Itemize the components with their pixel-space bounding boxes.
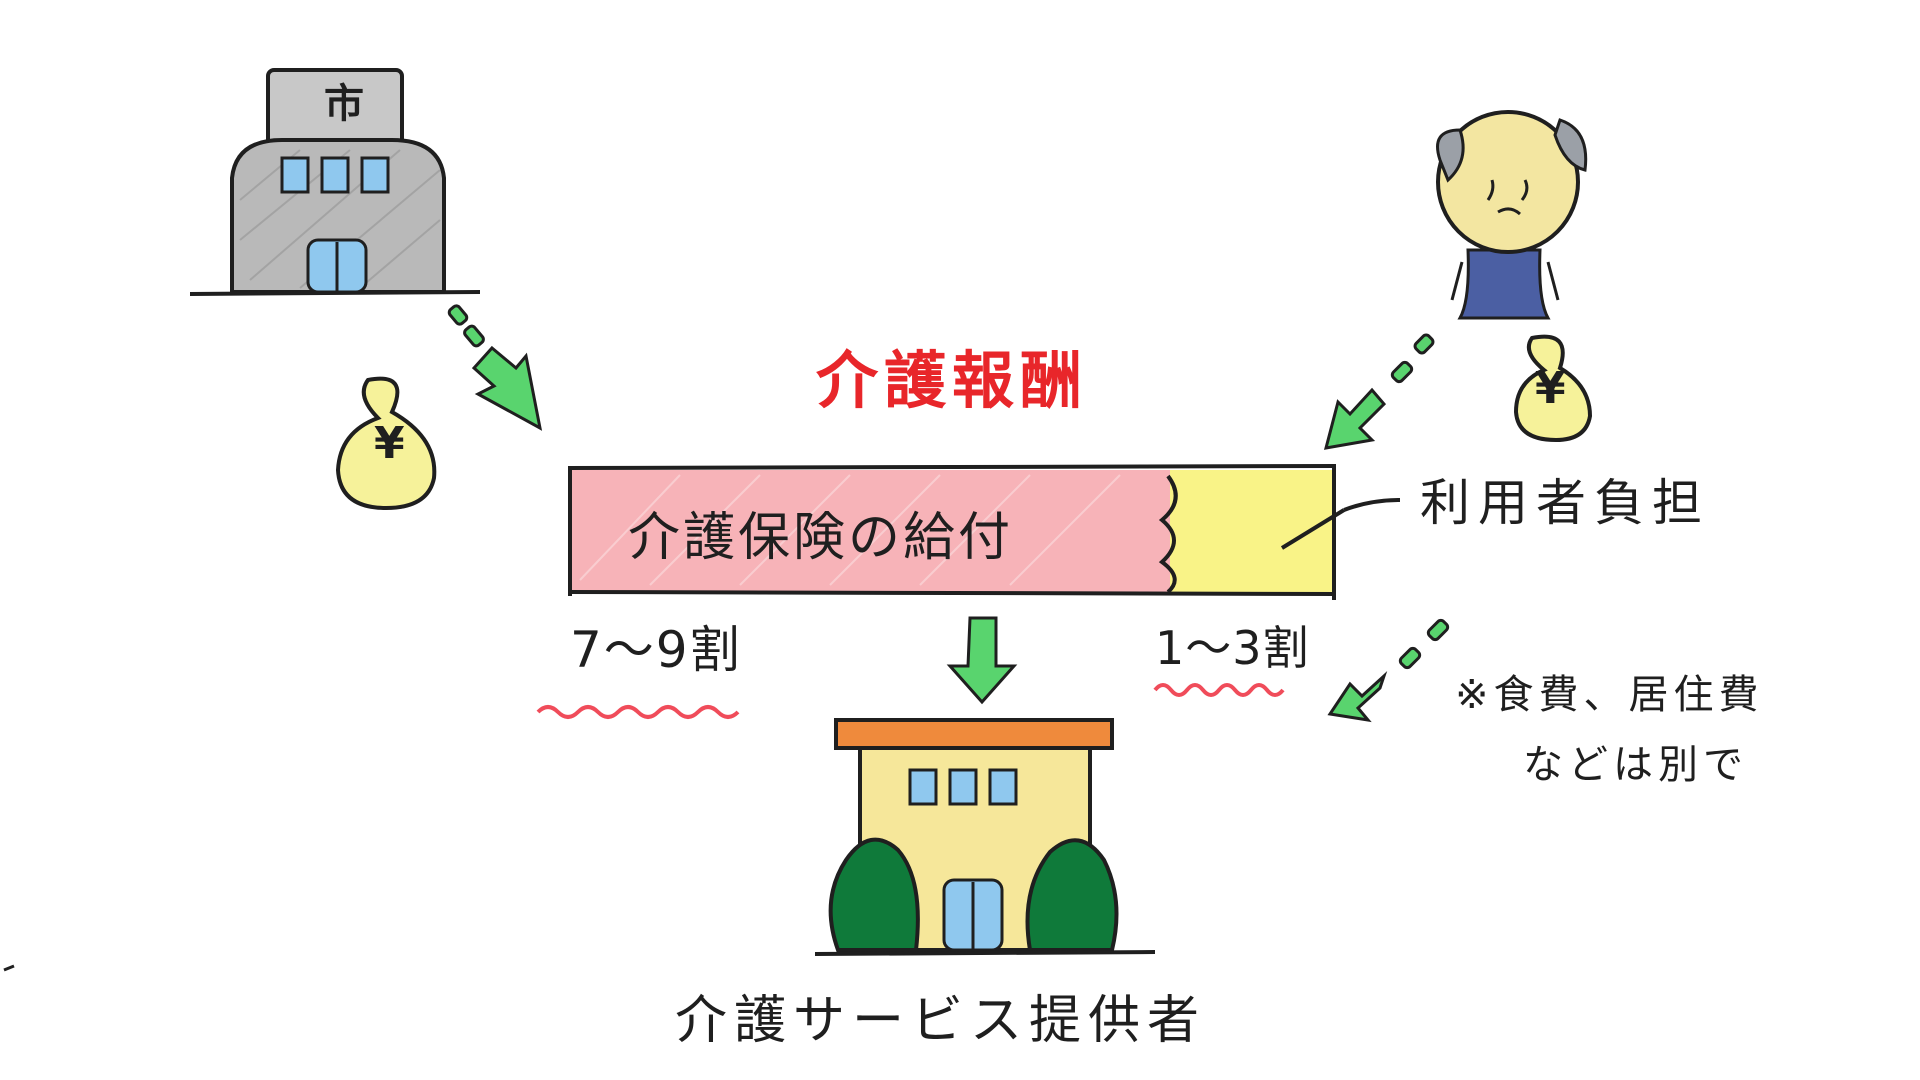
diagram-title: 介護報酬 xyxy=(816,344,1089,417)
yen-money-bag-icon xyxy=(1513,334,1593,443)
yen-symbol: ¥ xyxy=(1535,363,1566,414)
yen-symbol: ¥ xyxy=(374,418,405,469)
yen-money-bag-icon xyxy=(335,376,437,511)
green-arrow-icon xyxy=(1323,333,1435,450)
insurance-percent-label: 7～9割 xyxy=(570,621,742,679)
note-line-1: ※食費、居住費 xyxy=(1455,672,1764,718)
city-sign-label: 市 xyxy=(324,81,364,127)
green-arrow-icon xyxy=(1327,618,1450,723)
green-arrow-icon xyxy=(447,304,543,431)
provider-label: 介護サービス提供者 xyxy=(675,991,1207,1051)
insurance-benefit-label: 介護保険の給付 xyxy=(628,508,1014,568)
note-line-2: などは別で xyxy=(1523,742,1748,788)
user-burden-label: 利用者負担 xyxy=(1420,474,1710,532)
green-arrow-icon xyxy=(946,616,1018,705)
elderly-person-icon xyxy=(1436,110,1588,320)
payment-split-bar xyxy=(567,464,1401,600)
user-percent-label: 1～3割 xyxy=(1155,621,1310,675)
stray-mark xyxy=(3,964,15,972)
city-hall-building-icon xyxy=(189,68,481,296)
care-facility-building-icon xyxy=(814,718,1156,956)
percent-underline xyxy=(536,683,1285,719)
